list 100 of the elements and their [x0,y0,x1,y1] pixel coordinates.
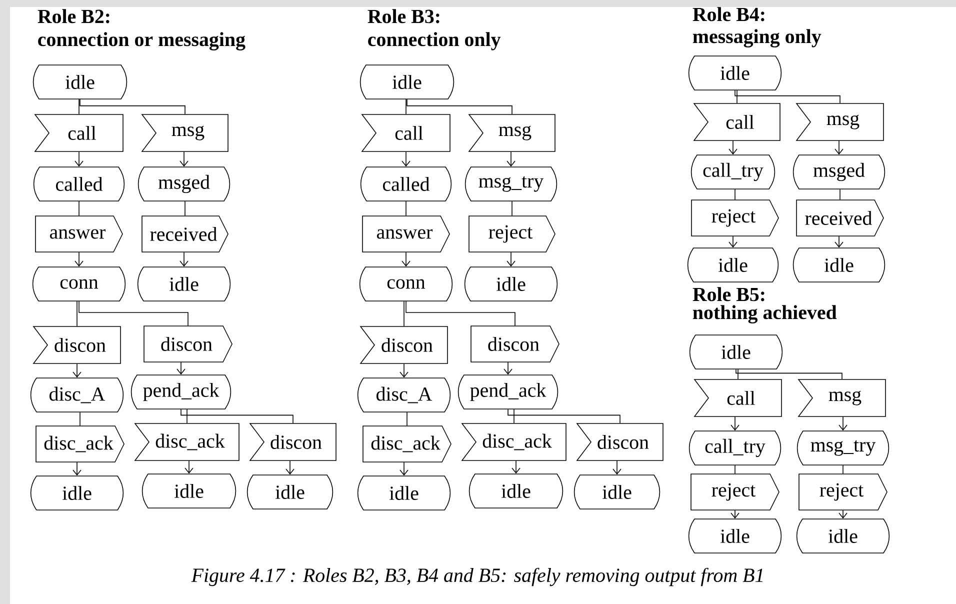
arrow [180,152,188,167]
output-signal-box: reject [691,200,779,236]
connector-line [736,90,738,104]
input-signal-box: call [694,379,782,417]
input-signal-box: call [34,114,124,152]
output-signal-box: answer [35,216,123,252]
arrow [400,462,408,476]
input-signal-box: disc_ack [461,423,566,461]
output-signal-box: disc_ack [362,426,452,462]
output-signal-box: reject [690,474,780,510]
state-box: idle [688,518,782,554]
state-box: idle [689,334,783,370]
connector-line [78,301,188,326]
arrow [506,252,516,267]
arrow [402,252,410,267]
output-signal-box: discon [144,326,232,362]
connector-line [80,99,186,114]
state-box: conn [359,266,453,302]
arrow [506,152,516,167]
input-signal-box: msg [468,114,556,152]
arrow [504,362,512,375]
state-box: idle [468,474,564,508]
heading-text: nothing achieved [692,305,837,324]
connector-line [186,409,188,424]
connector-line [406,301,516,326]
heading-text: Role B5: [692,287,764,302]
arrow [176,362,186,375]
state-box: called [33,166,125,202]
state-box: call_try [688,430,782,466]
state-box: idle [30,476,124,510]
state-box: disc_A [30,378,124,412]
connector-line [736,369,842,380]
connector-line [734,90,840,104]
arrow [74,252,84,267]
output-signal-box: received [142,216,228,252]
state-box: call_try [690,154,776,190]
state-box: idle [792,248,886,282]
input-signal-box: disc_ack [134,423,240,461]
arrow [612,460,622,475]
output-signal-box: reject [468,216,556,252]
input-signal-box: call [693,103,780,141]
output-signal-box: received [796,200,884,236]
output-signal-box: disc_ack [36,426,124,462]
state-box: conn [32,266,126,302]
input-signal-box: discon [249,423,336,461]
connector-line [734,189,736,200]
arrow [834,140,844,155]
state-box: idle [687,248,779,282]
state-box: pend_ack [458,374,558,410]
arrow [74,152,84,167]
input-signal-box: msg [141,114,228,152]
connector-line [508,409,620,424]
connector-line [76,301,78,326]
output-signal-box: reject [798,474,888,510]
input-signal-box: call [361,114,450,152]
state-box: idle [360,64,454,100]
output-signal-box: answer [362,216,450,252]
state-box: idle [688,56,782,90]
connector-line [842,465,844,474]
state-box: msg_try [464,166,558,202]
arrow [72,462,82,476]
state-box: idle [464,266,558,302]
input-signal-box: discon [576,423,664,461]
heading-text: messaging only [692,29,822,48]
state-box: idle [357,476,451,510]
state-box: disc_A [357,378,451,412]
arrow [402,152,410,167]
heading-text: Role B2: [38,9,110,24]
input-signal-box: discon [32,326,121,364]
arrow [834,236,844,248]
output-signal-box: discon [470,326,560,362]
arrow [838,510,848,519]
state-box: pend_ack [130,374,232,410]
state-box: idle [142,474,236,508]
figure-caption: Figure 4.17 : Roles B2, B3, B4 and B5: safely removing output from B1 [191,568,763,586]
arrow [72,364,82,378]
state-box: idle [32,64,128,100]
state-box: idle [137,266,231,302]
arrow [838,416,848,431]
state-box: called [360,166,452,202]
connector-line [406,412,408,426]
state-box: idle [574,474,660,510]
state-box: msged [138,166,230,202]
arrow [730,510,740,519]
arrow [730,416,740,431]
arrow [512,460,520,474]
connector-line [734,465,736,474]
input-signal-box: msg [798,379,886,417]
state-box: idle [246,474,334,510]
connector-line [184,201,186,216]
input-signal-box: discon [360,326,448,364]
arrow [400,364,408,378]
state-box: msged [792,154,886,190]
input-signal-box: msg [796,103,884,141]
connector-line [78,99,80,114]
heading-text: Role B4: [692,7,764,22]
arrow [286,460,294,475]
connector-line [406,99,512,114]
state-box: idle [796,518,890,554]
state-box: msg_try [796,430,890,466]
